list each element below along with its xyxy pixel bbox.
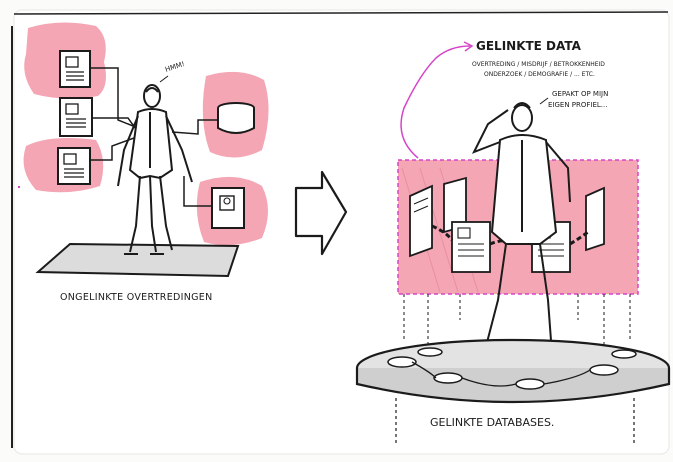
thought-text-line-1: GEPAKT OP MIJN	[552, 90, 608, 98]
magenta-arrowhead	[463, 41, 474, 52]
transition-arrow-icon	[294, 170, 348, 256]
linked-document-icon	[409, 184, 433, 258]
confused-person-figure	[468, 102, 571, 361]
left-scene: HMM! ONGELINKTE OVERTREDINGEN	[23, 22, 269, 303]
document-icon	[59, 97, 93, 137]
right-scene: GELINKTE DATA OVERTREDING / MISDRIJF / B…	[355, 39, 671, 446]
thinking-person-figure	[117, 84, 193, 255]
profile-document-icon	[211, 187, 245, 229]
left-caption: ONGELINKTE OVERTREDINGEN	[60, 292, 213, 303]
disc-support-lines	[395, 398, 635, 446]
magenta-link-curve	[400, 45, 471, 159]
speech-tick	[159, 75, 169, 83]
document-icon	[59, 50, 91, 88]
sheet-top-edge	[13, 11, 669, 15]
connector-line	[90, 137, 135, 161]
projection-lines	[403, 294, 631, 350]
thought-text-line-2: EIGEN PROFIEL...	[548, 101, 607, 109]
document-icon	[57, 147, 91, 185]
disc-node-links	[411, 361, 591, 387]
connector-line	[183, 176, 212, 207]
left-platform	[35, 242, 240, 278]
ink-speck	[18, 186, 20, 188]
database-icon	[217, 102, 255, 134]
right-caption: GELINKTE DATABASES.	[430, 416, 554, 429]
connector-line	[171, 119, 218, 135]
connector-line	[90, 67, 139, 129]
right-title: GELINKTE DATA	[476, 39, 582, 53]
linked-document-icon	[451, 221, 491, 273]
right-subtitle-line-1: OVERTREDING / MISDRIJF / BETROKKENHEID	[472, 61, 605, 68]
right-subtitle-line-2: ONDERZOEK / DEMOGRAFIE / ... ETC.	[484, 71, 595, 78]
thought-tick	[539, 97, 549, 105]
linked-document-icon	[585, 186, 605, 252]
connector-line	[92, 117, 139, 133]
